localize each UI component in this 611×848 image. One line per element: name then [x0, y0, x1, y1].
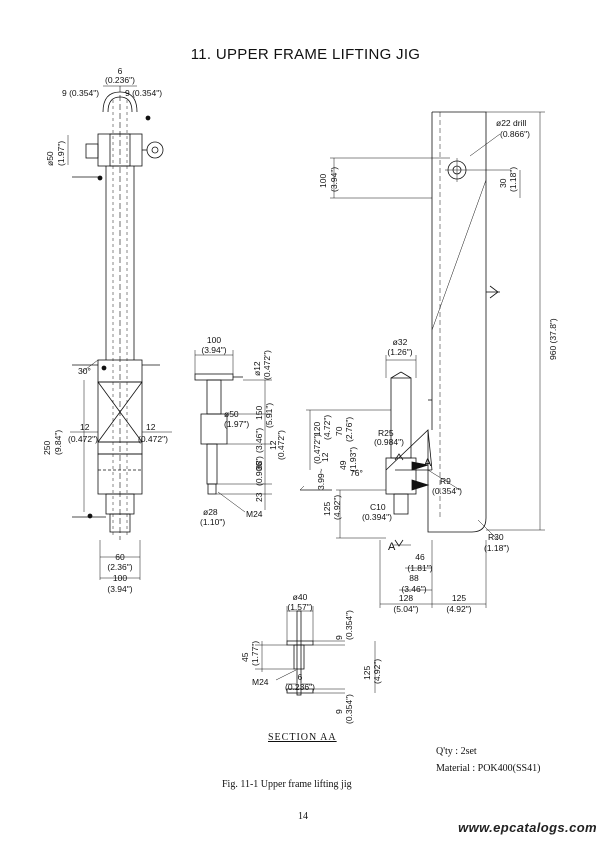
dim-12-left: 12 — [80, 422, 90, 432]
material-note: Material : POK400(SS41) — [436, 763, 541, 774]
sec-dim-phi40: ø40 — [293, 592, 308, 602]
mid-dim-88-in: (3.46") — [254, 428, 264, 453]
sec-dim-45: 45 — [240, 652, 250, 662]
right-dim-70-in: (2.76") — [344, 417, 354, 442]
right-dim-88-in: (3.46") — [401, 584, 426, 594]
middle-pin-view — [194, 350, 272, 513]
dim-250: 250 — [42, 441, 52, 455]
right-dim-30-in: (1.18") — [508, 167, 518, 192]
dim-6-in: (0.236") — [105, 75, 135, 85]
mid-dim-88: 88 — [254, 460, 264, 470]
dim-6: 6 — [118, 66, 123, 76]
right-dim-120-in: (4.72") — [322, 415, 332, 440]
right-dim-100-in: (3.94") — [329, 167, 339, 192]
sec-dim-9a-in: (0.354") — [344, 610, 354, 640]
mid-dim-phi12-in: (0.472") — [262, 350, 272, 380]
sec-dim-phi40-in: (1.57") — [287, 602, 312, 612]
mid-dim-12-in: (0.472") — [276, 430, 286, 460]
right-dim-70: 70 — [334, 426, 344, 436]
mid-dim-phi50: ø50 — [224, 409, 239, 419]
mid-dim-phi50-in: (1.97") — [224, 419, 249, 429]
right-dim-r30-in: (1.18") — [484, 543, 509, 553]
mid-dim-m24: M24 — [246, 509, 263, 519]
right-dim-phi32-in: (1.26") — [387, 347, 412, 357]
dim-30deg: 30° — [78, 366, 91, 376]
right-dim-125b-in: (4.92") — [446, 604, 471, 614]
right-dim-49-in: (1.93") — [348, 447, 358, 472]
dim-100: 100 — [113, 573, 127, 583]
sec-dim-6: 6 — [298, 672, 303, 682]
right-dim-120: 120 — [312, 422, 322, 436]
sec-dim-125: 125 — [362, 666, 372, 680]
right-dim-12-in: (0.472") — [312, 434, 322, 464]
section-aa-view — [255, 606, 376, 696]
mid-dim-phi28-in: (1.10") — [200, 517, 225, 527]
mid-dim-150: 150 — [254, 406, 264, 420]
right-dim-r9: R9 — [440, 476, 451, 486]
right-dim-r25: R25 — [378, 428, 394, 438]
mid-dim-23-in: (0.906") — [254, 456, 264, 486]
right-dim-128-in: (5.04") — [393, 604, 418, 614]
right-dim-c10: C10 — [370, 502, 386, 512]
right-dim-phi22: ø22 drill — [496, 118, 526, 128]
right-dim-30: 30 — [498, 178, 508, 188]
right-dim-125b: 125 — [452, 593, 466, 603]
right-dim-46-in: (1.81") — [407, 563, 432, 573]
mid-dim-100: 100 — [207, 335, 221, 345]
section-marker-a-bottom: A — [388, 541, 396, 553]
sec-dim-45-in: (1.77") — [250, 641, 260, 666]
mid-dim-12: 12 — [268, 440, 278, 450]
sec-dim-9b: 9 — [334, 709, 344, 714]
right-dim-c10-in: (0.394") — [362, 512, 392, 522]
left-lifting-bar-view — [67, 85, 172, 580]
mid-dim-23: 23 — [254, 492, 264, 502]
sec-dim-m24: M24 — [252, 677, 269, 687]
sec-dim-9a: 9 — [334, 635, 344, 640]
right-dim-r9-in: (0.354") — [432, 486, 462, 496]
right-dim-phi22-in: (0.866") — [500, 129, 530, 139]
dim-250-in: (9.84") — [53, 430, 63, 455]
page-number: 14 — [298, 811, 308, 822]
right-dim-128: 128 — [399, 593, 413, 603]
dim-12-right-in: (0.472") — [138, 434, 168, 444]
section-aa-label: SECTION AA — [268, 732, 337, 743]
right-dim-125-in: (4.92") — [332, 495, 342, 520]
watermark: www.epcatalogs.com — [458, 820, 597, 835]
section-marker-a-top: A — [424, 457, 432, 469]
right-dim-88: 88 — [409, 573, 419, 583]
dim-phi50: ø50 — [45, 151, 55, 166]
right-dim-960: 960 (37.8") — [548, 318, 558, 360]
sec-dim-6-in: (0.236") — [285, 682, 315, 692]
right-dim-46: 46 — [415, 552, 425, 562]
right-dim-76deg: 76° — [350, 468, 363, 478]
dim-12-left-in: (0.472") — [68, 434, 98, 444]
sec-dim-125-in: (4.92") — [372, 659, 382, 684]
mid-dim-phi28: ø28 — [203, 507, 218, 517]
right-dim-49: 49 — [338, 460, 348, 470]
mid-dim-100-in: (3.94") — [201, 345, 226, 355]
right-dim-100: 100 — [318, 174, 328, 188]
right-dim-125: 125 — [322, 502, 332, 516]
dim-phi50-in: (1.97") — [56, 141, 66, 166]
dim-9-right: 9 (0.354") — [125, 88, 162, 98]
right-plate-view — [299, 111, 545, 608]
mid-dim-phi12: ø12 — [252, 361, 262, 376]
figure-caption: Fig. 11-1 Upper frame lifting jig — [222, 779, 352, 790]
dim-9-left: 9 (0.354") — [62, 88, 99, 98]
right-dim-phi32: ø32 — [393, 337, 408, 347]
quantity-note: Q'ty : 2set — [436, 746, 477, 757]
dim-100-in: (3.94") — [107, 584, 132, 594]
dim-12-right: 12 — [146, 422, 156, 432]
dim-60-in: (2.36") — [107, 562, 132, 572]
page-heading: 11. UPPER FRAME LIFTING JIG — [190, 46, 421, 63]
dim-60: 60 — [115, 552, 125, 562]
right-dim-399: 3.99~ — [316, 468, 326, 490]
right-dim-12: 12 — [320, 452, 330, 462]
right-dim-r25-in: (0.984") — [374, 437, 404, 447]
sec-dim-9b-in: (0.354") — [344, 694, 354, 724]
right-dim-r30: R30 — [488, 532, 504, 542]
mid-dim-150-in: (5.91") — [264, 403, 274, 428]
